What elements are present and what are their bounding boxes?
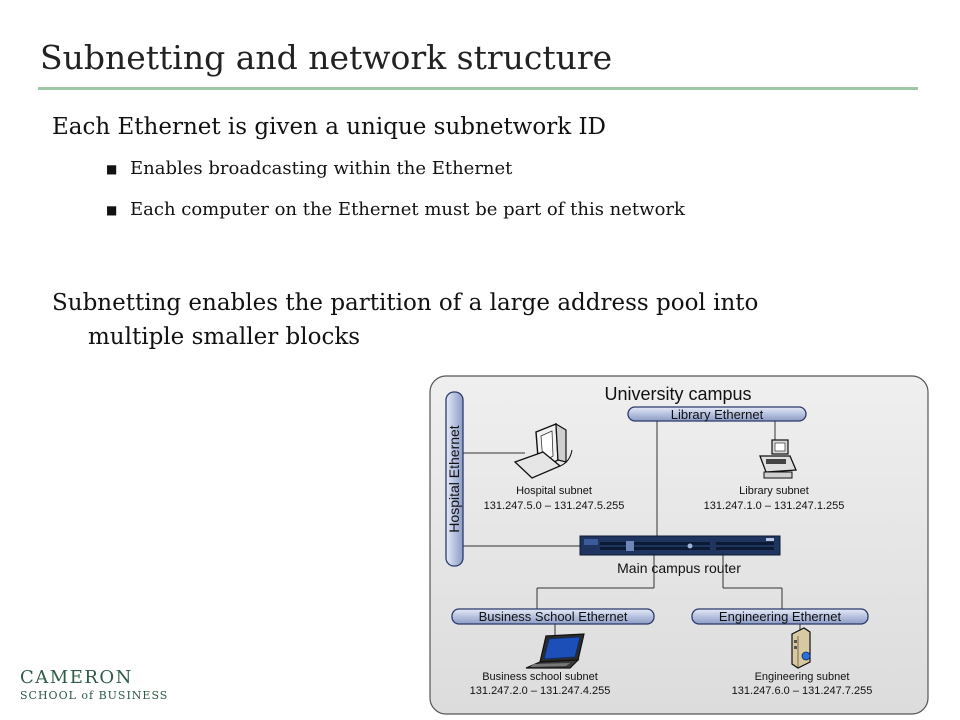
bullet-text: Each computer on the Ethernet must be pa… [130, 199, 685, 220]
business-subnet-name: Business school subnet [482, 671, 598, 683]
main-point-2: Subnetting enables the partition of a la… [52, 286, 912, 354]
library-subnet-name: Library subnet [739, 485, 809, 497]
library-subnet-range: 131.247.1.0 – 131.247.1.255 [704, 500, 845, 512]
server-icon [791, 627, 811, 669]
cameron-logo: CAMERON SCHOOL of BUSINESS [20, 668, 168, 704]
title-divider [38, 87, 918, 90]
hospital-ethernet-bar [445, 391, 464, 567]
hospital-subnet-range: 131.247.5.0 – 131.247.5.255 [484, 500, 625, 512]
desktop-computer-icon [513, 422, 573, 479]
engineering-ethernet-bar [691, 608, 869, 625]
main-point-2-line-1: Subnetting enables the partition of a la… [52, 290, 759, 316]
workstation-printer-icon [759, 439, 797, 479]
library-ethernet-label: Library Ethernet [671, 407, 764, 422]
router-label: Main campus router [617, 560, 741, 576]
main-point-1: Each Ethernet is given a unique subnetwo… [52, 114, 606, 140]
business-ethernet-label: Business School Ethernet [479, 609, 628, 624]
logo-line-1: CAMERON [20, 667, 133, 688]
slide-title: Subnetting and network structure [40, 38, 613, 77]
engineering-subnet-name: Engineering subnet [755, 671, 850, 683]
hospital-subnet-name: Hospital subnet [516, 485, 592, 497]
engineering-subnet-range: 131.247.6.0 – 131.247.7.255 [732, 685, 873, 697]
library-ethernet-bar [627, 406, 807, 422]
laptop-icon [525, 633, 585, 669]
router-icon [579, 535, 781, 556]
bullet-marker: ■ [106, 203, 118, 217]
engineering-ethernet-label: Engineering Ethernet [719, 609, 842, 624]
logo-line-2: SCHOOL of BUSINESS [20, 689, 169, 702]
business-subnet-range: 131.247.2.0 – 131.247.4.255 [470, 685, 611, 697]
main-point-2-line-2: multiple smaller blocks [88, 324, 361, 350]
bullet-text: Enables broadcasting within the Ethernet [130, 158, 513, 179]
bullet-marker: ■ [106, 162, 118, 176]
diagram-title: University campus [604, 384, 751, 404]
connection-lines [463, 421, 801, 638]
business-ethernet-bar [451, 608, 655, 625]
hospital-ethernet-label: Hospital Ethernet [446, 425, 462, 533]
